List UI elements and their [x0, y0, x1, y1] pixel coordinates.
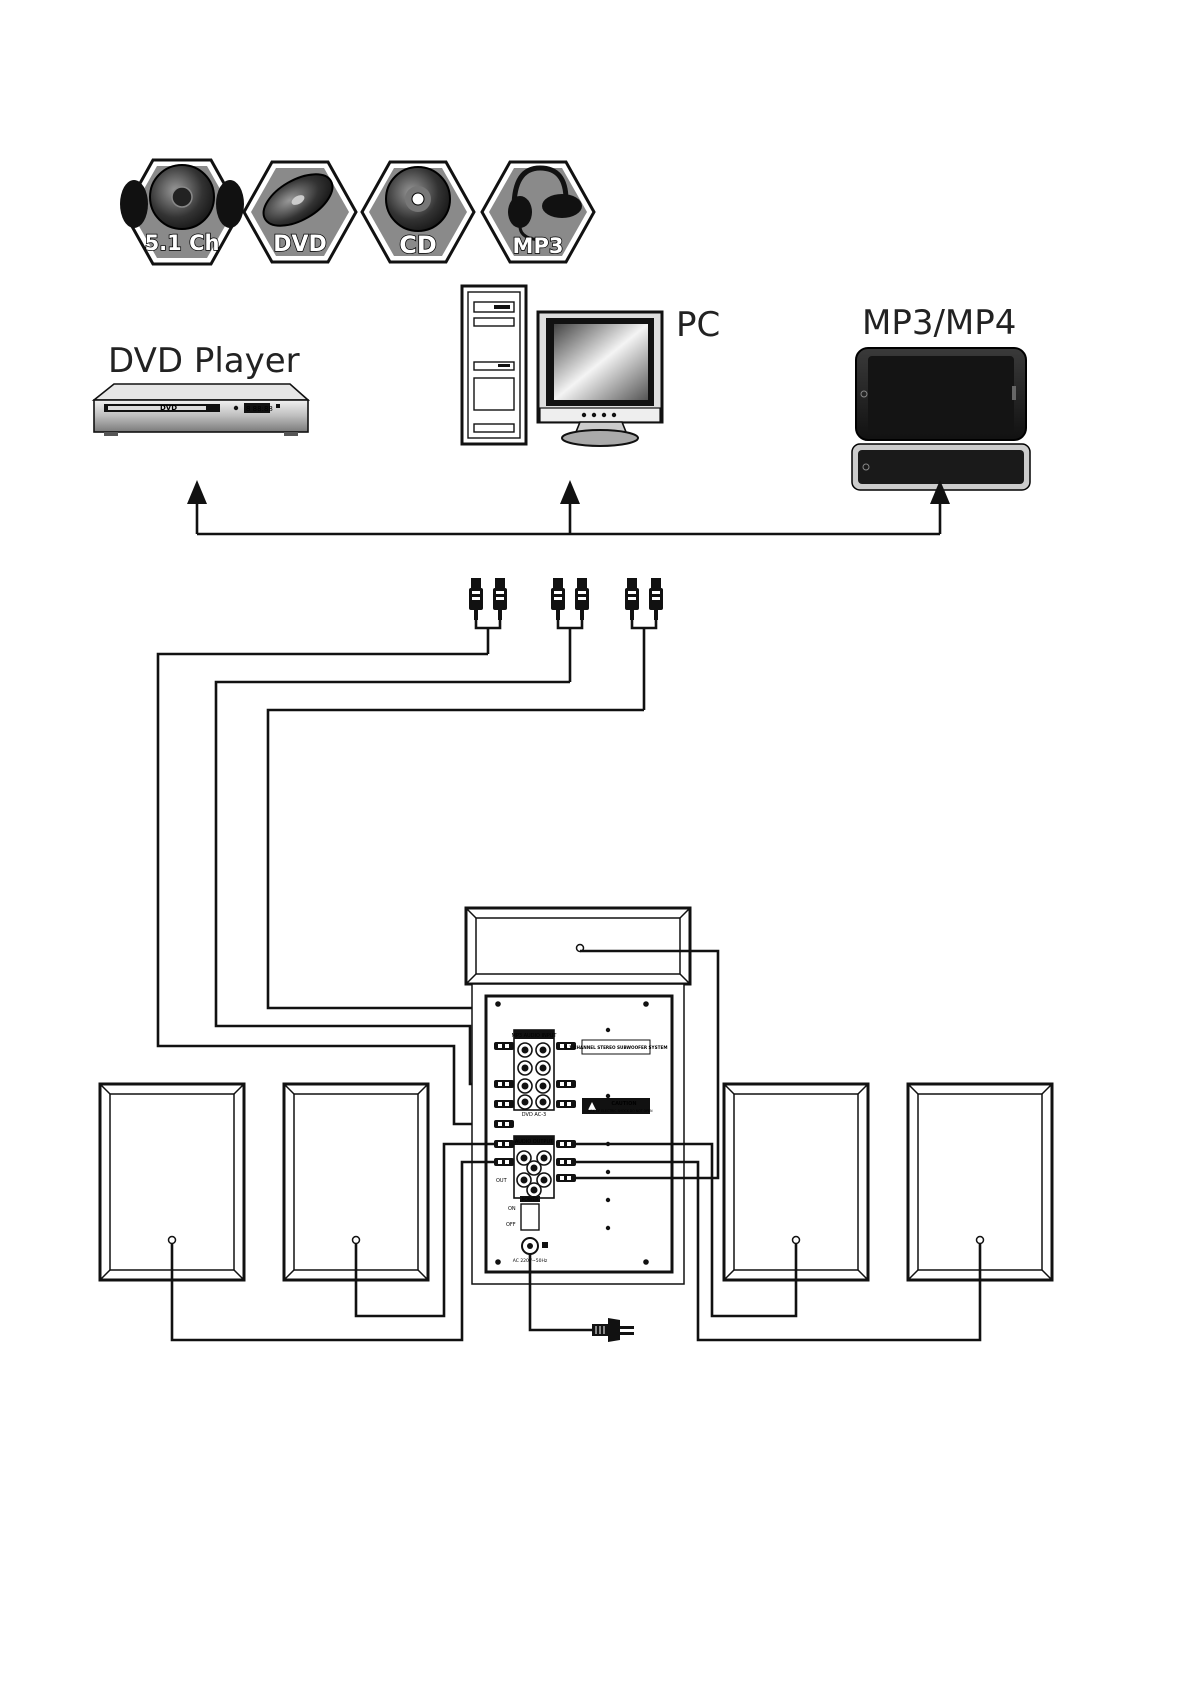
dvd-player-label: DVD Player: [108, 341, 300, 381]
pc-tower: [460, 284, 528, 446]
power-plug-icon: [592, 1318, 634, 1342]
output-panel: AUDIO OUTPUT: [513, 1135, 555, 1199]
mp3-input-label: MP3 AUDIO INPUT: [512, 1033, 558, 1039]
dvd-input-label: DVD AC-3: [522, 1112, 546, 1118]
output-out-label: OUT: [496, 1178, 508, 1184]
output-cables: [170, 949, 982, 1342]
power-switch: POWER ON OFF: [506, 1196, 540, 1231]
subwoofer-unit: MP3 AUDIO INPUT DVD AC-3 5.1 CHANNEL STE…: [471, 983, 685, 1285]
cd-disc-icon: [385, 166, 451, 232]
rca-plug-pair-1: [469, 578, 507, 654]
badge-dvd: DVD: [242, 160, 358, 264]
pc-monitor: [536, 310, 664, 447]
badge-5-1-ch: 5.1 Ch: [120, 158, 244, 266]
power-off-label: OFF: [506, 1222, 516, 1228]
dvd-player-display: 8 88:88: [246, 405, 273, 413]
power-label: POWER: [522, 1197, 539, 1203]
rca-plug-pair-2: [551, 578, 589, 682]
system-title: 5.1 CHANNEL STEREO SUBWOOFER SYSTEM: [565, 1045, 668, 1050]
badge-label-cd: CD: [399, 231, 437, 259]
input-panel: MP3 AUDIO INPUT DVD AC-3: [512, 1029, 558, 1118]
mp3-mp4-label: MP3/MP4: [862, 303, 1016, 343]
power-on-label: ON: [508, 1206, 516, 1212]
surround-speakers-icon: [120, 164, 244, 230]
audio-output-label: AUDIO OUTPUT: [515, 1139, 554, 1145]
system-title-plate: 5.1 CHANNEL STEREO SUBWOOFER SYSTEM: [565, 1039, 668, 1055]
badge-label-5-1-ch: 5.1 Ch: [145, 231, 220, 255]
pc-label: PC: [676, 305, 720, 345]
dvd-disc-icon: [262, 173, 334, 227]
front-right-speaker: [722, 1082, 870, 1282]
headphones-icon: [508, 165, 582, 242]
caution-title: CAUTION: [611, 1101, 636, 1107]
source-arrows: [187, 480, 950, 536]
rca-plug-pair-3: [625, 578, 663, 710]
caution-text: RISK OF ELECTRIC SHOCK DO NOT OPEN: [588, 1109, 654, 1113]
mp3-mp4-player: [851, 347, 1031, 491]
badge-label-mp3: MP3: [513, 234, 564, 258]
badge-cd: CD: [360, 160, 476, 264]
badge-mp3: MP3: [480, 160, 596, 264]
dvd-player-device: DVD 8 88:88: [91, 383, 311, 436]
power-cord: [528, 1254, 594, 1332]
caution-plate: CAUTION RISK OF ELECTRIC SHOCK DO NOT OP…: [582, 1098, 653, 1114]
badge-label-dvd: DVD: [273, 232, 327, 257]
center-speaker: [464, 906, 692, 986]
dvd-player-brand: DVD: [160, 404, 177, 412]
front-left-speaker: [98, 1082, 246, 1282]
